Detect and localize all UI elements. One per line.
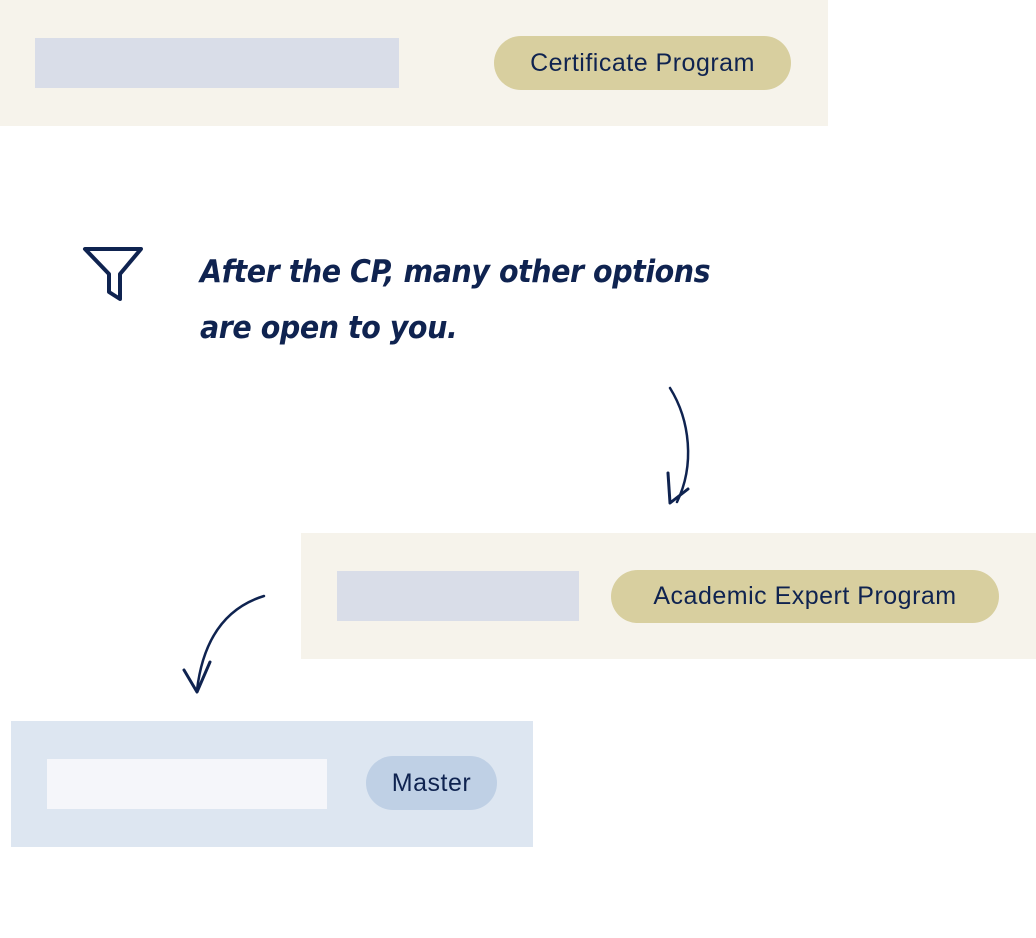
academic-expert-program-card: Academic Expert Program	[301, 533, 1036, 659]
master-card: Master	[11, 721, 533, 847]
title-placeholder	[35, 38, 399, 88]
certificate-program-badge: Certificate Program	[494, 36, 791, 90]
title-placeholder	[47, 759, 327, 809]
title-placeholder	[337, 571, 579, 621]
master-badge: Master	[366, 756, 497, 810]
arrow-down-icon	[666, 386, 690, 505]
certificate-program-card: Certificate Program	[0, 0, 828, 126]
arrow-down-left-icon	[182, 594, 266, 694]
note-text: After the CP, many other options are ope…	[200, 254, 711, 346]
academic-expert-program-badge: Academic Expert Program	[611, 570, 999, 623]
funnel-icon	[83, 247, 143, 301]
